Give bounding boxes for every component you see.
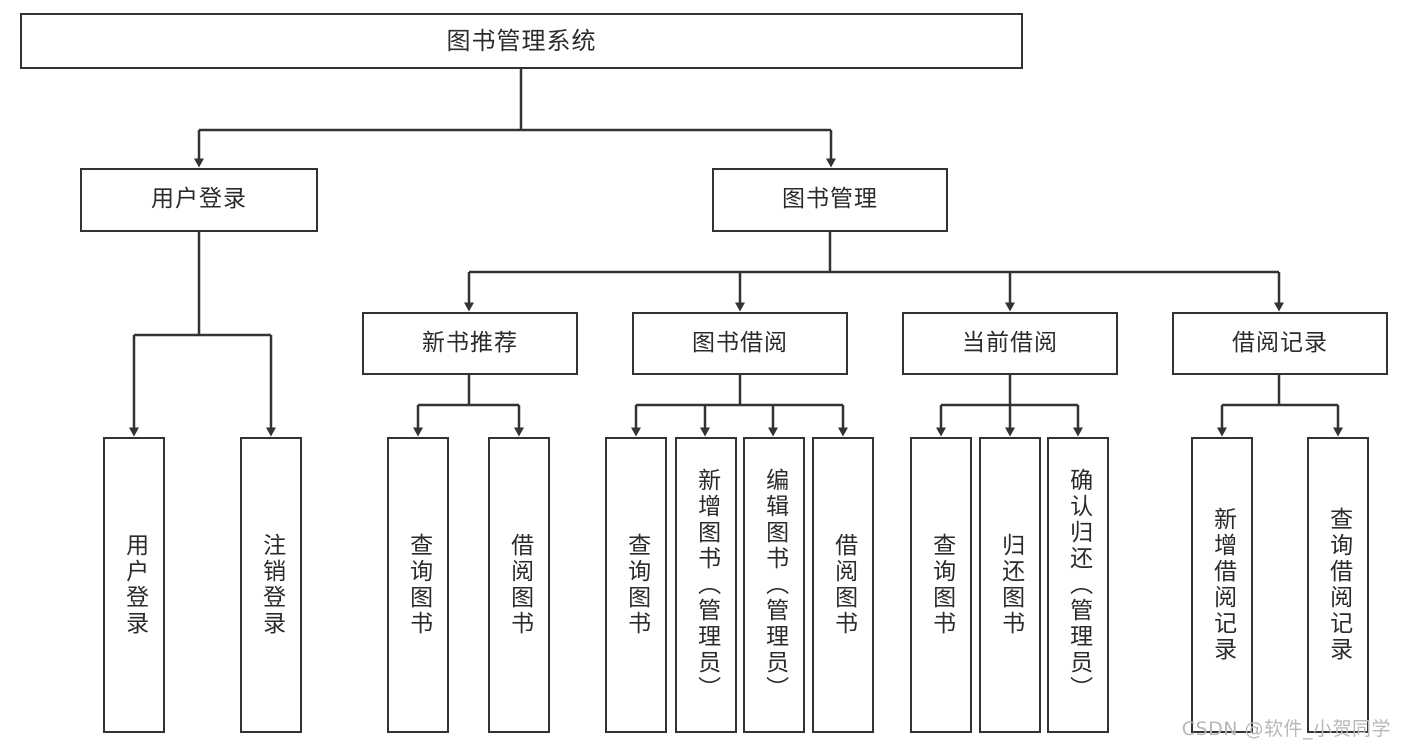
node-leaf-query-book-3-label: 查询图书 xyxy=(928,533,955,637)
node-leaf-add-record-label: 新增借阅记录 xyxy=(1209,507,1236,663)
node-leaf-borrow-book-2[interactable]: 借阅图书 xyxy=(812,437,874,733)
node-book-borrow[interactable]: 图书借阅 xyxy=(632,312,848,375)
node-leaf-return-book[interactable]: 归还图书 xyxy=(979,437,1041,733)
node-borrow-record[interactable]: 借阅记录 xyxy=(1172,312,1388,375)
node-new-book-recommend[interactable]: 新书推荐 xyxy=(362,312,578,375)
node-root-label: 图书管理系统 xyxy=(446,26,597,55)
node-leaf-user-login-label: 用户登录 xyxy=(121,533,148,637)
node-leaf-query-record[interactable]: 查询借阅记录 xyxy=(1307,437,1369,733)
node-leaf-confirm-return[interactable]: 确认归还（管理员） xyxy=(1047,437,1109,733)
node-leaf-confirm-return-label: 确认归还（管理员） xyxy=(1065,468,1092,702)
node-leaf-user-login[interactable]: 用户登录 xyxy=(103,437,165,733)
node-leaf-query-book-2-label: 查询图书 xyxy=(623,533,650,637)
node-current-borrow-label: 当前借阅 xyxy=(962,329,1058,356)
node-leaf-return-book-label: 归还图书 xyxy=(997,533,1024,637)
node-leaf-borrow-book-2-label: 借阅图书 xyxy=(830,533,857,637)
node-leaf-logout-login-label: 注销登录 xyxy=(258,533,285,637)
node-leaf-add-book-label: 新增图书（管理员） xyxy=(693,468,720,702)
node-leaf-query-book-3[interactable]: 查询图书 xyxy=(910,437,972,733)
node-leaf-query-book-1[interactable]: 查询图书 xyxy=(387,437,449,733)
watermark-text: CSDN @软件_小贺同学 xyxy=(1181,718,1391,740)
node-leaf-query-book-1-label: 查询图书 xyxy=(405,533,432,637)
node-borrow-record-label: 借阅记录 xyxy=(1232,329,1328,356)
node-leaf-query-book-2[interactable]: 查询图书 xyxy=(605,437,667,733)
node-leaf-add-record[interactable]: 新增借阅记录 xyxy=(1191,437,1253,733)
node-book-borrow-label: 图书借阅 xyxy=(692,329,788,356)
node-leaf-query-record-label: 查询借阅记录 xyxy=(1325,507,1352,663)
node-book-manage-label: 图书管理 xyxy=(782,186,878,213)
node-leaf-borrow-book-1-label: 借阅图书 xyxy=(506,533,533,637)
node-leaf-edit-book[interactable]: 编辑图书（管理员） xyxy=(743,437,805,733)
node-book-manage[interactable]: 图书管理 xyxy=(712,168,948,232)
node-leaf-add-book[interactable]: 新增图书（管理员） xyxy=(675,437,737,733)
node-leaf-edit-book-label: 编辑图书（管理员） xyxy=(761,468,788,702)
node-current-borrow[interactable]: 当前借阅 xyxy=(902,312,1118,375)
node-root[interactable]: 图书管理系统 xyxy=(20,13,1023,69)
node-leaf-logout-login[interactable]: 注销登录 xyxy=(240,437,302,733)
node-user-login[interactable]: 用户登录 xyxy=(80,168,318,232)
node-user-login-label: 用户登录 xyxy=(151,186,247,213)
node-new-book-recommend-label: 新书推荐 xyxy=(422,329,518,356)
node-leaf-borrow-book-1[interactable]: 借阅图书 xyxy=(488,437,550,733)
